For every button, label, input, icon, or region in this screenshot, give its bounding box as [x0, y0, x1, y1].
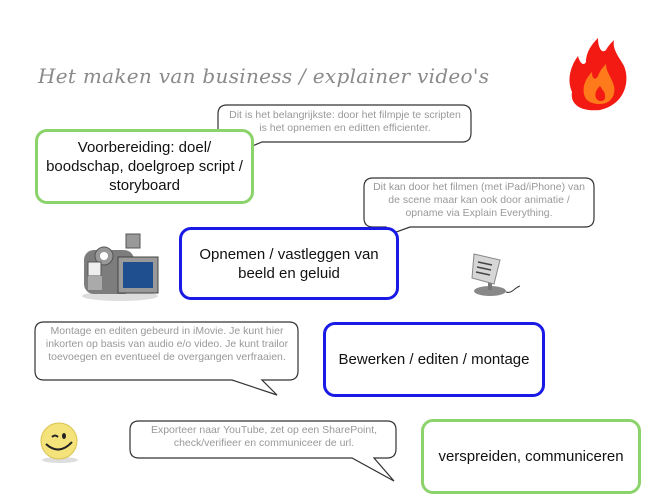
note-distribution: Exporteer naar YouTube, zet op een Share… [150, 424, 378, 449]
microphone-icon [471, 253, 521, 296]
step-distribution-box: verspreiden, communiceren [421, 419, 641, 494]
step-editing-box: Bewerken / editen / montage [323, 322, 545, 397]
slide-title: Het maken van business / explainer video… [38, 64, 490, 88]
fire-logo-icon [569, 38, 627, 111]
speech-bubble-4 [129, 420, 397, 482]
note-editing: Montage en editen gebeurd in iMovie. Je … [45, 325, 289, 363]
speech-bubble-3 [34, 321, 299, 396]
note-preparation: Dit is het belangrijkste: door het filmp… [229, 109, 461, 134]
step-recording-box: Opnemen / vastleggen van beeld en geluid [179, 227, 399, 300]
video-camera-icon [82, 233, 159, 301]
note-recording: Dit kan door het filmen (met iPad/iPhone… [373, 181, 585, 219]
step-preparation-box: Voorbereiding: doel/ boodschap, doelgroe… [35, 129, 254, 204]
winking-smiley-icon [40, 422, 78, 463]
